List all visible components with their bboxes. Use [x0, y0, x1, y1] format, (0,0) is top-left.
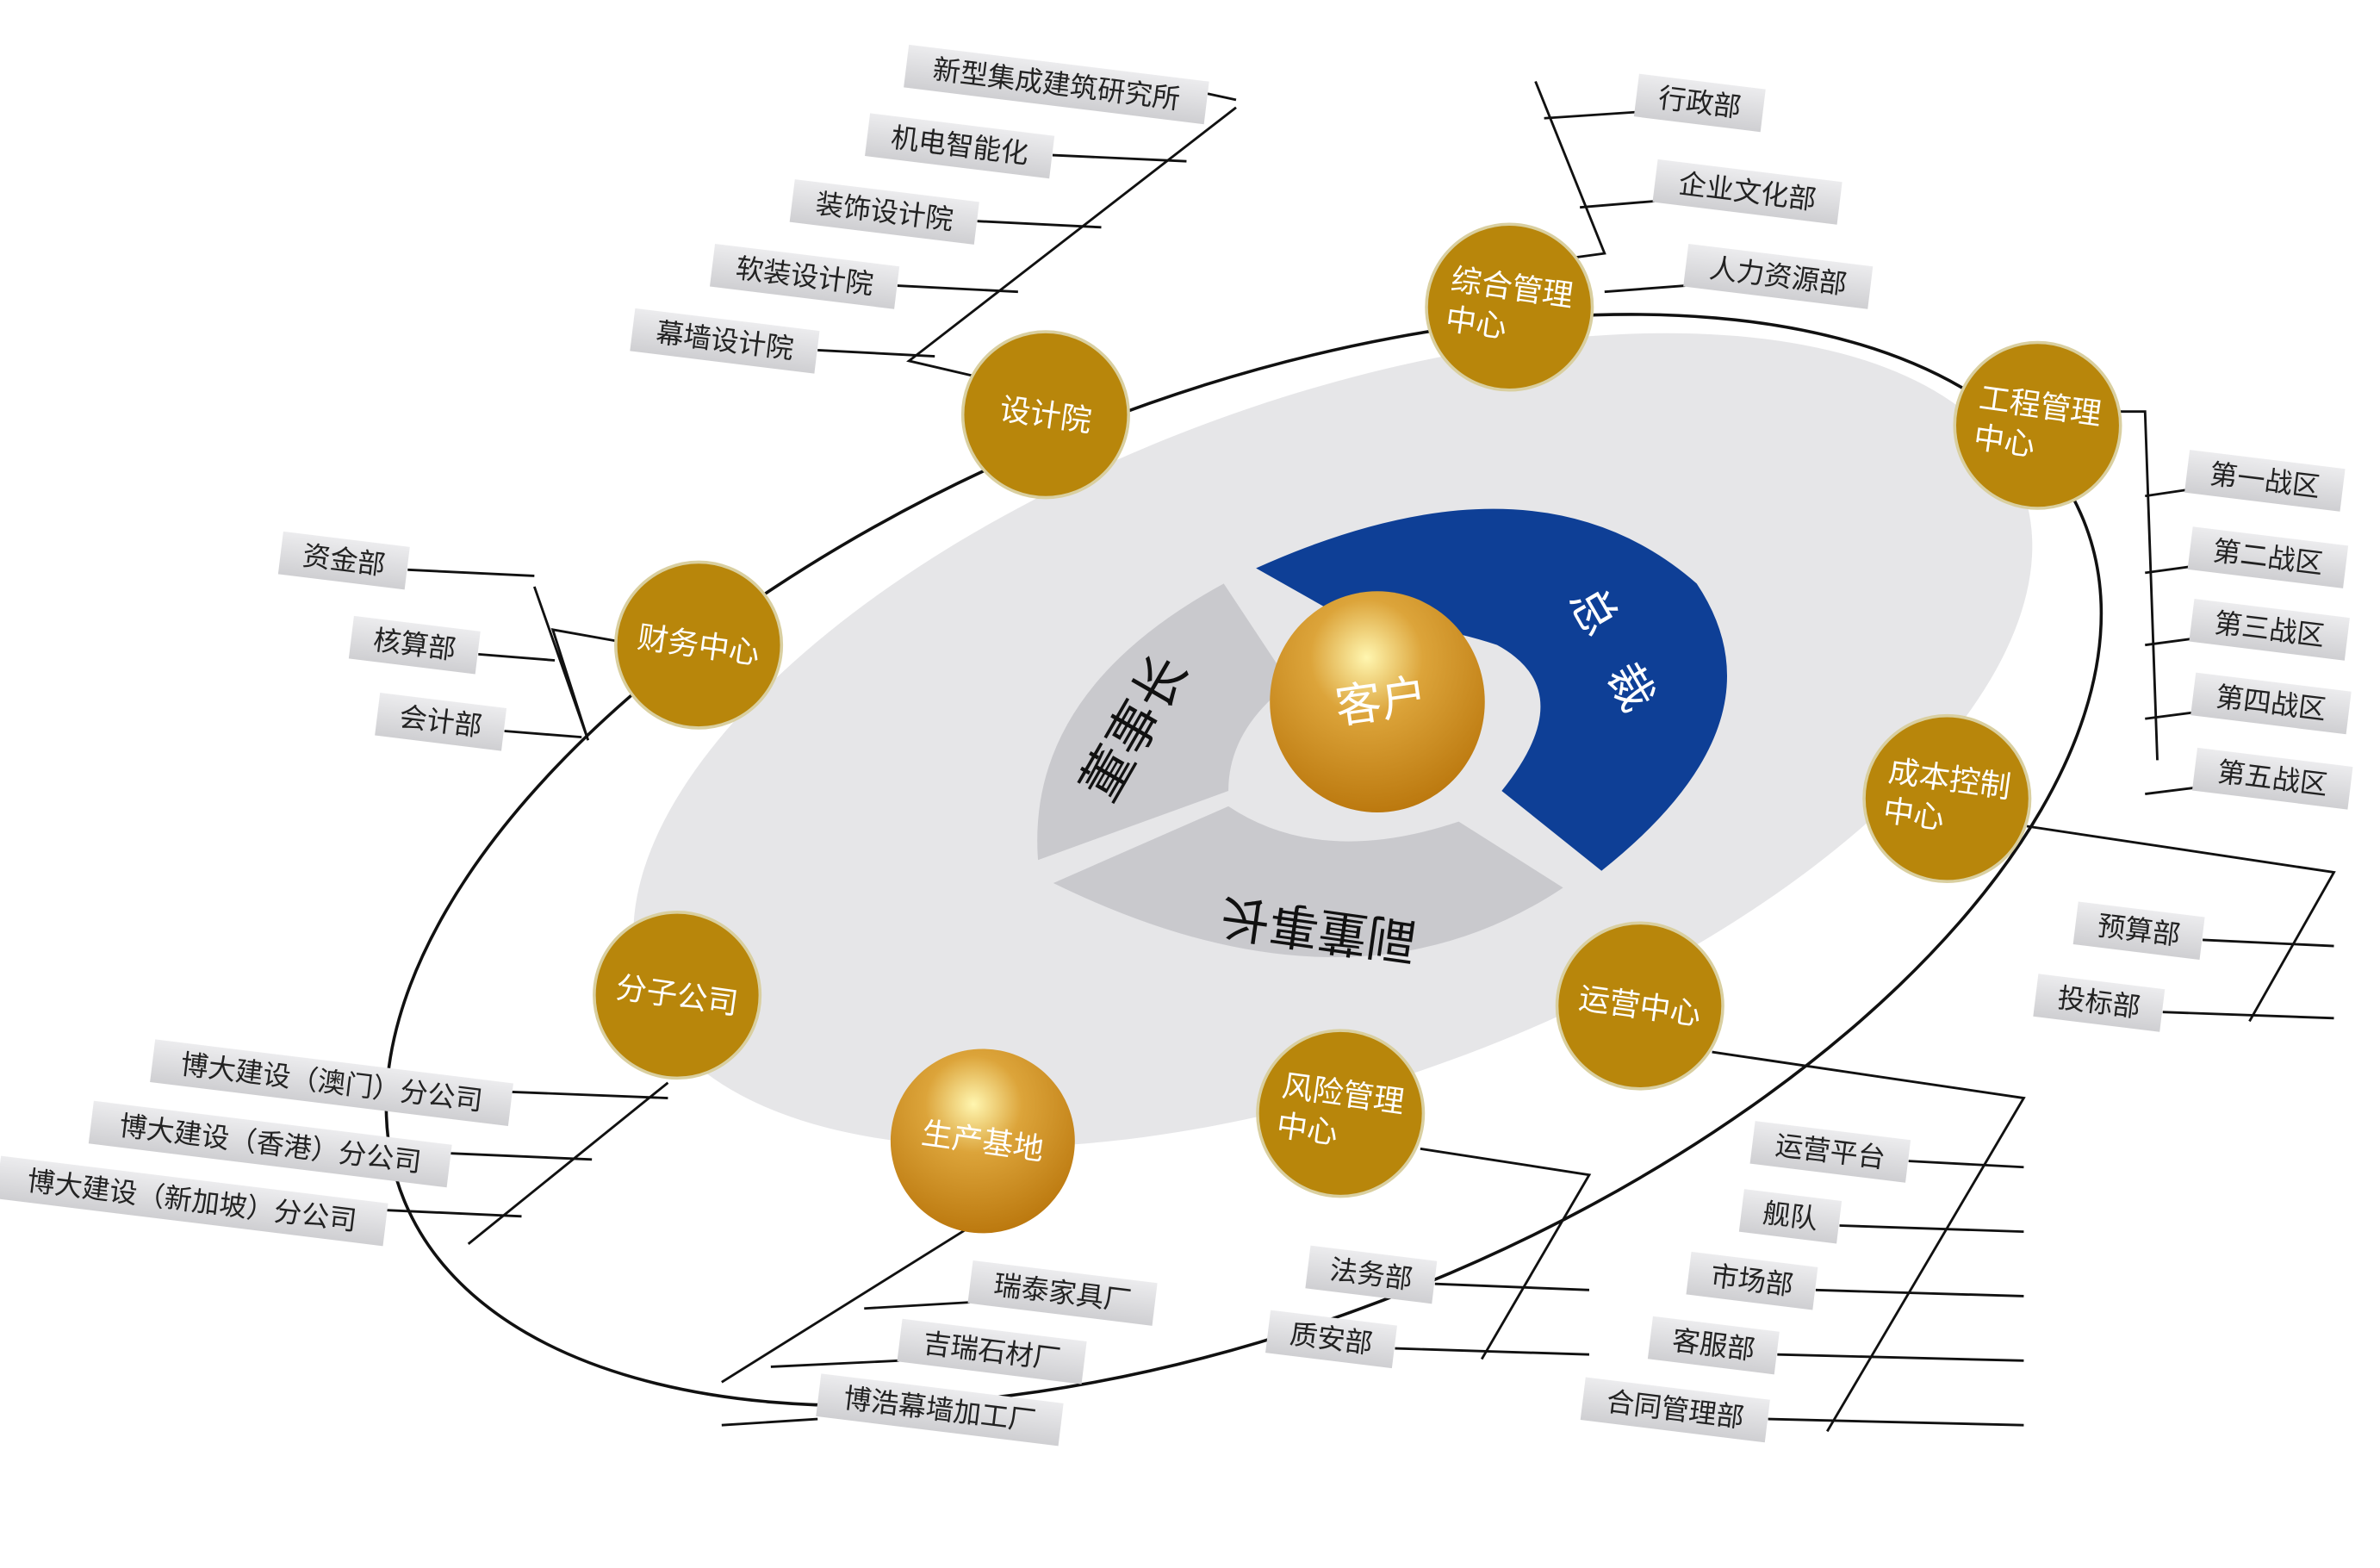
department-label[interactable]: 核算部	[348, 615, 481, 675]
department-label-text: 舰队	[1761, 1197, 1819, 1236]
department-label[interactable]: 企业文化部	[1652, 159, 1842, 225]
node-6[interactable]: 风险管理中心	[1256, 1029, 1426, 1198]
department-label[interactable]: 质安部	[1265, 1310, 1397, 1369]
department-label[interactable]: 运营平台	[1749, 1121, 1911, 1183]
node-8[interactable]: 分子公司	[593, 911, 762, 1080]
customer-label: 客户	[1332, 668, 1431, 734]
department-label[interactable]: 瑞泰家具厂	[967, 1260, 1158, 1326]
department-label[interactable]: 资金部	[277, 531, 410, 590]
node-7[interactable]: 生产基地	[890, 1048, 1075, 1234]
node-4[interactable]: 成本控制中心	[1862, 713, 2032, 883]
customer-sphere[interactable]: 客户	[1270, 591, 1485, 812]
department-label-text: 博大建设（澳门）分公司	[179, 1048, 485, 1117]
department-label[interactable]: 第五战区	[2191, 747, 2353, 810]
department-label[interactable]: 市场部	[1686, 1251, 1818, 1310]
department-label[interactable]: 博大建设（澳门）分公司	[150, 1039, 513, 1127]
department-label-text: 新型集成建筑研究所	[931, 53, 1182, 115]
department-label[interactable]: 第四战区	[2190, 672, 2352, 735]
department-label[interactable]: 博浩幕墙加工厂	[816, 1373, 1064, 1447]
department-label[interactable]: 人力资源部	[1683, 243, 1874, 309]
department-label-text: 博大建设（新加坡）分公司	[26, 1164, 359, 1237]
department-label[interactable]: 合同管理部	[1580, 1377, 1770, 1443]
department-label[interactable]: 装饰设计院	[789, 179, 979, 245]
department-label[interactable]: 预算部	[2072, 901, 2205, 961]
department-label-text: 博大建设（香港）分公司	[117, 1109, 423, 1179]
department-label[interactable]: 会计部	[375, 693, 507, 751]
department-label[interactable]: 第三战区	[2189, 599, 2350, 661]
node-0[interactable]: 设计院	[960, 330, 1130, 500]
department-label[interactable]: 行政部	[1633, 73, 1766, 133]
department-label[interactable]: 舰队	[1738, 1189, 1842, 1244]
department-label[interactable]: 第二战区	[2187, 526, 2349, 588]
node-1[interactable]: 综合管理中心	[1425, 222, 1594, 392]
node-5[interactable]: 运营中心	[1555, 921, 1724, 1091]
department-label[interactable]: 第一战区	[2184, 450, 2346, 512]
node-label: 风险管理中心	[1274, 1068, 1406, 1160]
connector-lines	[387, 80, 2336, 1433]
department-label[interactable]: 机电智能化	[865, 113, 1055, 179]
department-label[interactable]: 吉瑞石材厂	[897, 1318, 1087, 1384]
department-label[interactable]: 投标部	[2033, 974, 2166, 1032]
department-label[interactable]: 客服部	[1647, 1316, 1780, 1375]
department-label[interactable]: 幕墙设计院	[630, 308, 820, 374]
vice-chairman-sector	[1053, 806, 1563, 958]
chairman-sector	[1037, 583, 1290, 861]
department-label[interactable]: 法务部	[1305, 1245, 1438, 1304]
department-label[interactable]: 软装设计院	[709, 243, 900, 309]
node-label: 成本控制中心	[1880, 754, 2012, 845]
department-label[interactable]: 新型集成建筑研究所	[904, 44, 1209, 125]
node-2[interactable]: 工程管理中心	[1953, 340, 2122, 510]
node-3[interactable]: 财务中心	[614, 560, 784, 730]
